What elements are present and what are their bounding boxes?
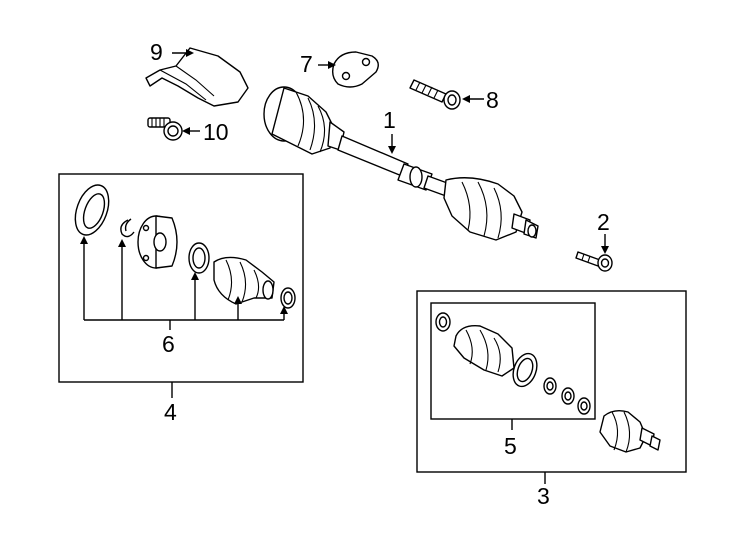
boot-kit-box bbox=[430, 302, 596, 420]
bolt-10-part bbox=[147, 117, 183, 141]
outer-cv-joint-part bbox=[599, 409, 661, 453]
callout-1: 1 bbox=[383, 107, 396, 133]
callout-7: 7 bbox=[300, 51, 313, 77]
callout-8: 8 bbox=[486, 87, 499, 113]
lock-plate-part bbox=[331, 51, 379, 88]
axle-shaft-assembly-part bbox=[263, 86, 539, 241]
callout-10: 10 bbox=[203, 119, 229, 145]
boot-kit-parts bbox=[435, 312, 591, 415]
callout-5: 5 bbox=[504, 433, 517, 459]
callout-6-leader-lines bbox=[80, 236, 288, 330]
callout-9: 9 bbox=[150, 39, 163, 65]
callout-6: 6 bbox=[162, 331, 175, 357]
outer-joint-kit-box bbox=[416, 290, 687, 473]
callout-2: 2 bbox=[597, 209, 610, 235]
bolt-2-part bbox=[575, 251, 613, 272]
callout-3: 3 bbox=[537, 483, 550, 509]
heat-shield-part bbox=[145, 47, 249, 107]
inner-joint-kit-parts bbox=[74, 184, 296, 309]
inner-joint-kit-box bbox=[58, 173, 304, 383]
callout-4: 4 bbox=[164, 399, 177, 425]
bolt-8-part bbox=[409, 79, 461, 110]
